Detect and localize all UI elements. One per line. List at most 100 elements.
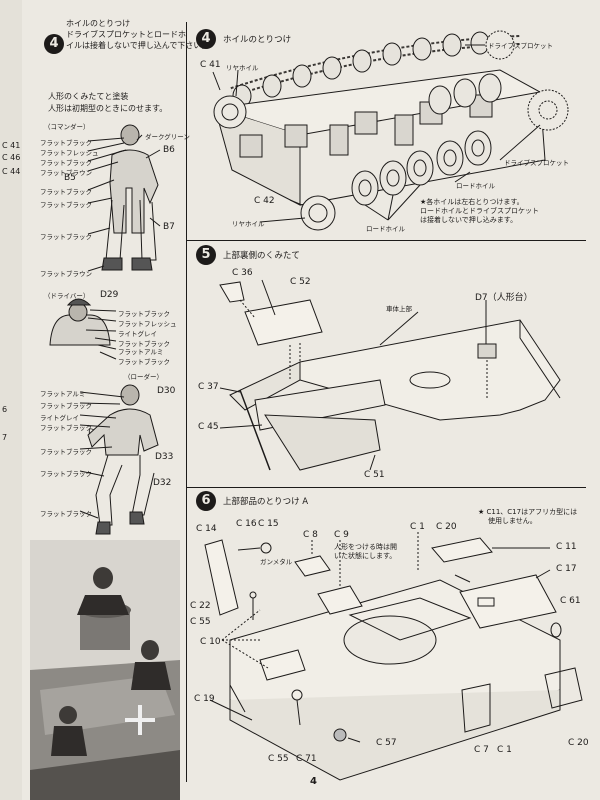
step-number-badge: 4 xyxy=(44,34,64,54)
part-label: C 8 xyxy=(303,530,318,540)
model-photo xyxy=(30,540,180,800)
paint-callout: フラットブラック xyxy=(40,233,92,241)
part-label: C 20 xyxy=(436,522,457,532)
note-line: 人形をつける時は開 xyxy=(334,543,397,551)
paint-callout: フラットフレッシュ xyxy=(40,149,99,157)
part-label: C 41 xyxy=(200,60,221,70)
paint-callout: フラットブラック xyxy=(118,358,170,366)
part-label: C 1 xyxy=(497,745,512,755)
step-title: 上部部品のとりつけ A xyxy=(223,497,309,507)
paint-callout: フラットブラウン xyxy=(40,270,92,278)
part-label: C 22 xyxy=(190,601,211,611)
paint-callout: フラットブラック xyxy=(40,510,92,518)
column-divider xyxy=(186,22,187,782)
part-label: D30 xyxy=(157,386,176,396)
part-label: C 61 xyxy=(560,596,581,606)
note-line: ★ C11、C17はアフリカ型には xyxy=(478,508,578,516)
adjacent-page-edge: C 41 C 46 C 44 6 7 xyxy=(0,0,24,800)
step-title: イルは接着しないで押し込んで下さい。 xyxy=(66,41,210,50)
paint-callout: ライトグレイ xyxy=(40,414,79,422)
part-label: C 9 xyxy=(334,530,349,540)
part-label: C 37 xyxy=(198,382,219,392)
tank-model-image xyxy=(30,540,180,800)
part-label: C 55 xyxy=(190,617,211,627)
paint-callout: フラットブラック xyxy=(40,402,92,410)
note-line: は接着しないで押し込みます。 xyxy=(420,216,518,224)
part-label: C 36 xyxy=(232,268,253,278)
part-label: C 19 xyxy=(194,694,215,704)
part-label: C 1 xyxy=(410,522,425,532)
assembly-note: ★各ホイルは左右とりつけます。 ロードホイルとドライブスプロケット は接着しない… xyxy=(420,198,539,225)
part-label: C 17 xyxy=(556,564,577,574)
part-label: D33 xyxy=(155,452,174,462)
paint-callout: ライトグレイ xyxy=(118,330,157,338)
figure-note: 人形をつける時は開 いた状態にします。 xyxy=(334,543,397,561)
part-label: リヤホイル xyxy=(232,220,265,228)
part-label: C 57 xyxy=(376,738,397,748)
paint-callout: フラットブラック xyxy=(118,310,170,318)
step-number-badge: 6 xyxy=(196,491,216,511)
paint-callout: フラットフレッシュ xyxy=(118,320,177,328)
step-title: ホイルのとりつけ xyxy=(223,35,292,45)
note-line: ★各ホイルは左右とりつけます。 xyxy=(420,198,524,206)
note-line: ロードホイルとドライブスプロケット xyxy=(420,207,539,215)
part-label: D29 xyxy=(100,290,119,300)
part-label: C 11 xyxy=(556,542,577,552)
paint-callout: フラットアルミ xyxy=(40,390,86,398)
part-label: C 16 xyxy=(236,519,257,529)
paint-callout: フラットブラック xyxy=(40,470,92,478)
part-label: 7 xyxy=(2,433,8,442)
paint-callout: フラットブラック xyxy=(40,139,92,147)
paint-callout: フラットブラック xyxy=(40,188,92,196)
paint-callout: フラットブラック xyxy=(40,201,92,209)
part-label: C 20 xyxy=(568,738,589,748)
step-title: ドライブスプロケットとロードホ xyxy=(66,30,186,39)
part-label: C 46 xyxy=(2,153,21,162)
section-divider xyxy=(186,240,586,241)
paint-callout: フラットアルミ xyxy=(118,348,164,356)
part-label: D32 xyxy=(153,478,172,488)
part-label: ドライブスプロケット xyxy=(504,159,569,167)
step-number-badge: 5 xyxy=(196,245,216,265)
part-label: C 55 xyxy=(268,754,289,764)
part-label: C 45 xyxy=(198,422,219,432)
figures-heading: 人形は初期型のときにのせます。 xyxy=(48,104,168,113)
part-label: リヤホイル xyxy=(226,64,259,72)
part-label: C 44 xyxy=(2,167,21,176)
part-label: C 15 xyxy=(258,519,279,529)
part-label: ロードホイル xyxy=(366,225,405,233)
part-label: 6 xyxy=(2,405,8,414)
part-label: B7 xyxy=(163,222,175,232)
part-label: C 7 xyxy=(474,745,489,755)
paint-callout: フラットブラウン xyxy=(40,169,92,177)
part-label: C 52 xyxy=(290,277,311,287)
step-number-badge: 4 xyxy=(196,29,216,49)
paint-callout: フラットブラック xyxy=(118,340,170,348)
section-divider xyxy=(186,487,586,488)
driver-label: （ドライバー） xyxy=(44,292,90,300)
part-label: C 71 xyxy=(296,754,317,764)
paint-callout: フラットブラック xyxy=(40,159,92,167)
part-label: 車体上部 xyxy=(386,305,412,313)
paint-callout: フラットブラック xyxy=(40,424,92,432)
step-title: ホイルのとりつけ xyxy=(66,19,131,28)
note-line: 使用しません。 xyxy=(488,517,537,525)
part-label: B5 xyxy=(64,173,76,183)
part-label: C 42 xyxy=(254,196,275,206)
paint-callout: ガンメタル xyxy=(260,558,293,566)
part-label: B6 xyxy=(163,145,175,155)
loader-label: （ローダー） xyxy=(124,373,163,381)
part-label: D7（人形台） xyxy=(475,293,533,303)
part-label: ドライブスプロケット xyxy=(488,42,553,50)
paint-callout: ダークグリーン xyxy=(145,133,190,141)
paint-callout: フラットブラック xyxy=(40,448,92,456)
note-line: いた状態にします。 xyxy=(334,552,397,560)
figures-heading: 人形のくみたてと塗装 xyxy=(48,92,129,101)
part-label: C 51 xyxy=(364,470,385,480)
assembly-note: ★ C11、C17はアフリカ型には 使用しません。 xyxy=(478,508,577,526)
commander-label: （コマンダー） xyxy=(44,123,90,131)
